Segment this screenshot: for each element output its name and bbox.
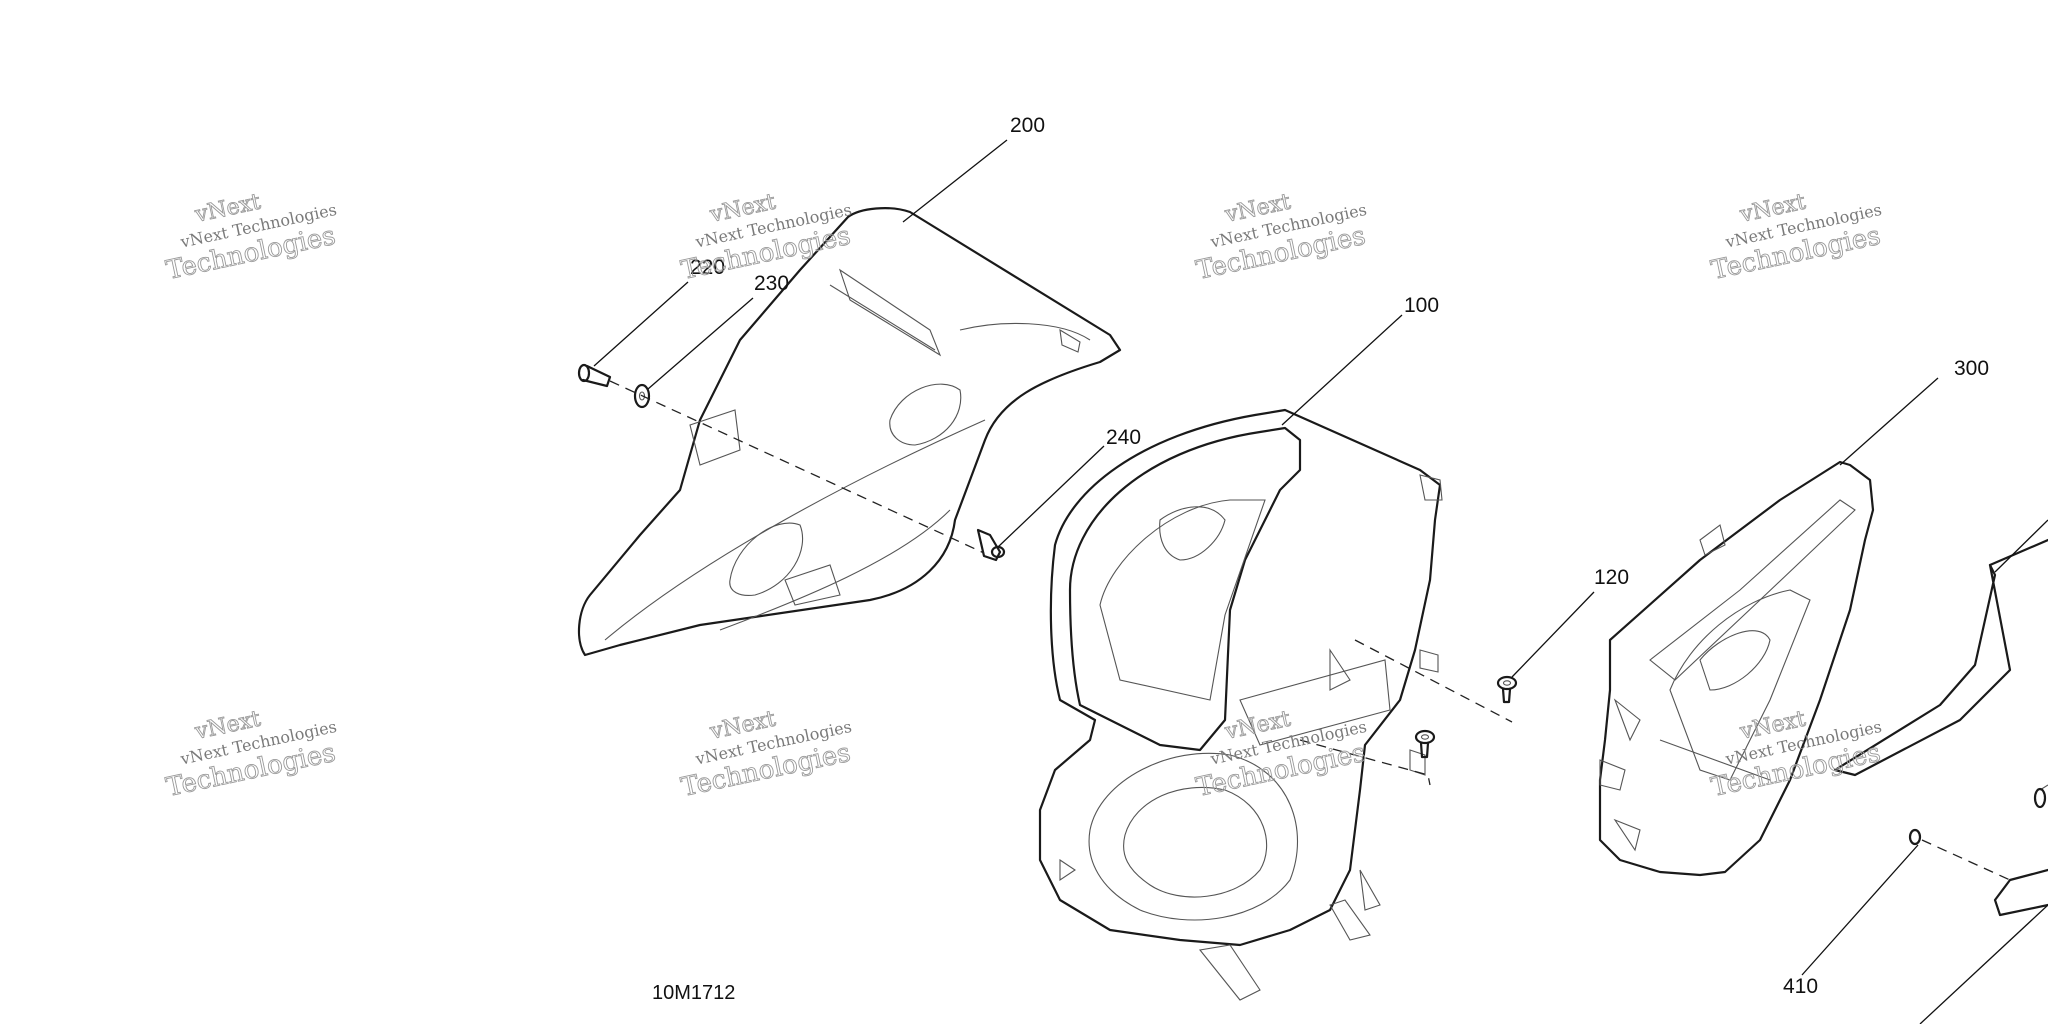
diagram-code: 10M1712	[652, 982, 736, 1004]
part-120-screw-upper[interactable]	[1496, 675, 1518, 704]
callout-230: 230	[754, 272, 789, 295]
part-230-washer[interactable]	[633, 383, 651, 409]
watermark: vNext vNext Technologies Technologies	[1193, 706, 1368, 803]
assembly-lines	[609, 380, 2011, 881]
part-200-shroud[interactable]	[577, 207, 1122, 657]
callout-200: 200	[1010, 114, 1045, 137]
watermark: vNext vNext Technologies Technologies	[163, 189, 338, 286]
callout-300: 300	[1954, 357, 1989, 380]
leader-lines	[593, 139, 2048, 1024]
callout-220: 220	[690, 256, 725, 279]
part-410-washer[interactable]	[1908, 828, 1922, 846]
callout-100: 100	[1404, 294, 1439, 317]
watermark: vNext vNext Technologies Technologies	[678, 706, 853, 803]
part-100-fan-housing[interactable]	[1038, 408, 1443, 1001]
watermark: vNext vNext Technologies Technologies	[1193, 189, 1368, 286]
callout-240: 240	[1106, 426, 1141, 449]
watermark: vNext vNext Technologies Technologies	[1708, 706, 1883, 803]
part-right-edge-bracket[interactable]	[1833, 538, 2048, 917]
callout-410: 410	[1783, 975, 1818, 998]
watermark: vNext vNext Technologies Technologies	[163, 706, 338, 803]
callout-120: 120	[1594, 566, 1629, 589]
part-120-screw-lower[interactable]	[1414, 729, 1436, 759]
part-300-duct[interactable]	[1598, 460, 1875, 877]
callout-labels: 200 220 230 100 240 300 120 410	[690, 114, 1989, 998]
part-220-pin[interactable]	[577, 363, 612, 388]
watermark: vNext vNext Technologies Technologies	[678, 189, 853, 286]
watermarks: vNext vNext Technologies Technologies vN…	[163, 189, 1883, 803]
watermark: vNext vNext Technologies Technologies	[1708, 189, 1883, 286]
